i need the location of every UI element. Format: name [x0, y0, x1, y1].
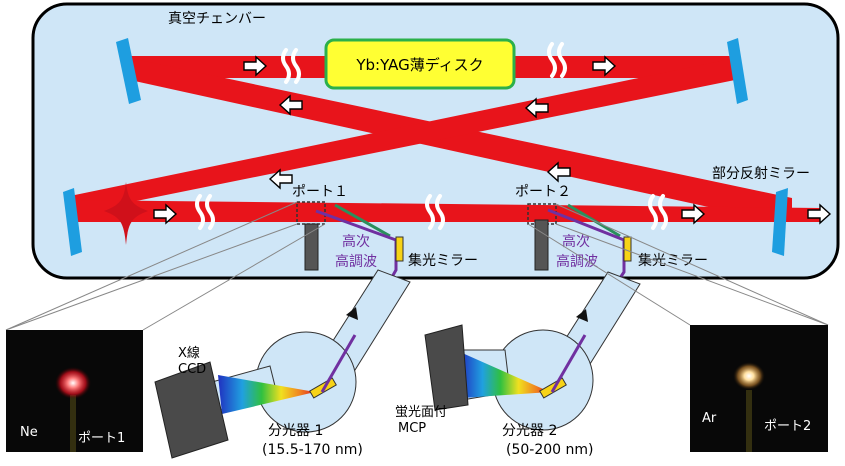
hh1-to-grating: [320, 334, 357, 393]
hh2-label-2: 高調波: [556, 253, 598, 270]
disk-label: Yb:YAG薄ディスク: [355, 56, 483, 74]
tube2-slit: [576, 309, 588, 322]
spectrum-fan-1: [218, 375, 315, 414]
port1-pickoff: [334, 203, 391, 238]
tube1-slit: [346, 307, 358, 320]
arrow-left-4: [546, 161, 571, 183]
direction-arrows: [153, 55, 832, 225]
spectrum-fan-2: [460, 352, 550, 398]
focus-mirror-2: [623, 236, 632, 262]
mcp-detector: [424, 324, 469, 411]
beam-bottom: [72, 200, 820, 222]
left-top-mirror: [116, 38, 141, 104]
arrow-right-2: [592, 55, 617, 77]
right-top-mirror: [727, 38, 748, 104]
arrow-left-3: [268, 168, 293, 190]
port2-label: ポート２: [515, 184, 571, 200]
hh1-label-2: 高調波: [335, 253, 377, 270]
mcp-label-2: MCP: [398, 421, 426, 436]
zoom-lines: [5, 201, 829, 331]
arrow-left-1: [278, 94, 303, 116]
inset1-port: ポート1: [78, 431, 125, 446]
inset2-port: ポート2: [764, 419, 811, 434]
beam-cross-1: [130, 58, 792, 215]
ne-nozzle: [70, 395, 76, 452]
spec1-label: 分光器 1: [268, 423, 323, 439]
arrow-right-1: [243, 55, 268, 77]
hh1-label-1: 高次: [342, 233, 370, 250]
focus2-label: 集光ミラー: [638, 252, 708, 269]
partial-reflection-mirror: [772, 188, 788, 256]
port2-nozzle: [534, 219, 549, 271]
arrow-right-4: [681, 203, 706, 225]
xray-ccd-label-1: X線: [178, 345, 200, 361]
partial-mirror-label: 部分反射ミラー: [712, 166, 810, 182]
arrow-right-3: [153, 203, 178, 225]
xray-ccd-label-2: CCD: [178, 362, 206, 377]
mcp-label-1: 蛍光面付: [395, 405, 447, 420]
inset2-gas: Ar: [702, 411, 717, 426]
left-bottom-mirror: [63, 188, 82, 256]
ar-glow: [733, 362, 765, 390]
ar-nozzle: [746, 390, 752, 452]
ne-glow: [55, 367, 91, 399]
hh2-to-grating: [550, 334, 587, 393]
inset-photo-ar: [690, 325, 828, 452]
port1-label: ポート１: [292, 184, 348, 200]
chamber-label: 真空チェンバー: [168, 11, 266, 27]
focus-mirror-1: [395, 236, 404, 262]
arrow-left-2: [524, 97, 549, 119]
inset1-gas: Ne: [20, 425, 38, 440]
yb-yag-disk: [324, 38, 516, 90]
spec1-range: (15.5-170 nm): [262, 442, 363, 458]
spec2-range: (50-200 nm): [506, 442, 593, 458]
break-marks: [195, 42, 668, 230]
xray-ccd: [154, 361, 229, 459]
arrow-right-5: [807, 203, 832, 225]
port1-nozzle: [304, 223, 319, 271]
focus1-label: 集光ミラー: [408, 252, 478, 269]
spec2-label: 分光器 2: [502, 423, 557, 439]
beam-cross-2: [70, 58, 735, 210]
focus-sparkle: [104, 182, 148, 245]
hh2-label-1: 高次: [562, 233, 590, 250]
